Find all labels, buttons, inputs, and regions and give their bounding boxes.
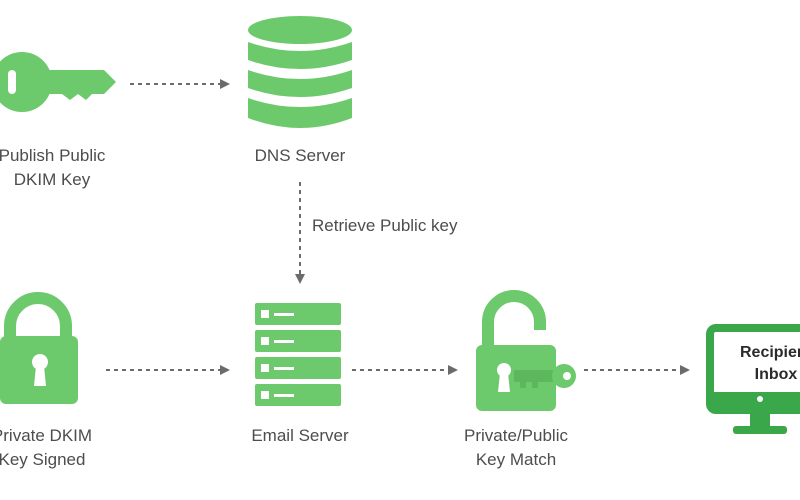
private-signed-label: Private DKIM Key Signed — [0, 424, 142, 472]
padlock-icon — [0, 292, 78, 404]
private-signed-line2: Key Signed — [0, 450, 86, 469]
email-server-text: Email Server — [251, 426, 349, 445]
key-match-line2: Key Match — [475, 450, 557, 469]
dns-server-text: DNS Server — [254, 146, 346, 165]
publish-key-line1: Publish Public — [0, 146, 106, 165]
key-icon — [0, 52, 116, 112]
publish-key-label: Publish Public DKIM Key — [0, 144, 152, 192]
retrieve-label: Retrieve Public key — [312, 214, 502, 238]
email-server-icon — [255, 303, 341, 406]
inbox-line2: Inbox — [754, 366, 798, 383]
publish-key-line2: DKIM Key — [13, 170, 91, 189]
unlocked-padlock-with-key-icon — [476, 290, 576, 411]
email-server-label: Email Server — [210, 424, 390, 448]
inbox-line1: Recipient — [739, 344, 800, 361]
monitor-icon — [706, 324, 800, 434]
key-match-line1: Private/Public — [464, 426, 568, 445]
key-match-label: Private/Public Key Match — [426, 424, 606, 472]
private-signed-line1: Private DKIM — [0, 426, 93, 445]
retrieve-text: Retrieve Public key — [312, 216, 458, 235]
recipient-inbox-label: Recipient Inbox — [716, 342, 800, 386]
database-server-icon — [248, 16, 352, 128]
dns-server-label: DNS Server — [210, 144, 390, 168]
